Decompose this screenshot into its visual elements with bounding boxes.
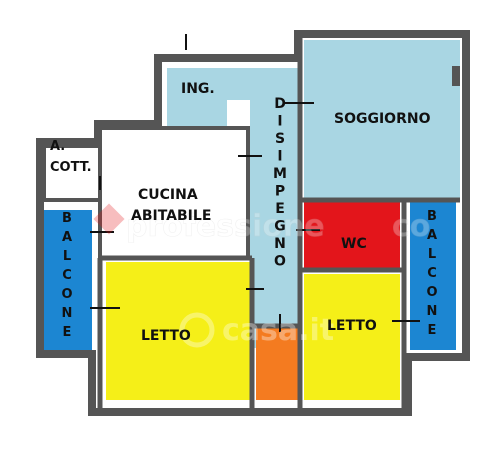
vertical-letter: O bbox=[426, 285, 437, 300]
vertical-letter: I bbox=[277, 114, 282, 130]
vertical-letter: L bbox=[63, 249, 71, 264]
vertical-letter: N bbox=[274, 236, 286, 252]
vertical-letter: N bbox=[62, 306, 73, 321]
vertical-letter: L bbox=[428, 247, 436, 262]
vertical-letter: E bbox=[275, 201, 285, 217]
vertical-letter: G bbox=[274, 219, 286, 235]
vertical-letter: B bbox=[427, 209, 437, 224]
room-letto-right bbox=[304, 274, 400, 400]
vertical-letter: E bbox=[428, 323, 437, 338]
room-disimpegno-strip bbox=[167, 68, 227, 128]
balcony-left bbox=[44, 210, 92, 350]
outer-wall bbox=[36, 30, 470, 416]
label-letto-left: LETTO bbox=[141, 328, 191, 344]
wall-column bbox=[452, 66, 460, 86]
watermark-professione: professione bbox=[126, 209, 325, 244]
room-letto-left bbox=[106, 262, 252, 400]
room-wc bbox=[304, 202, 400, 270]
vertical-letter: B bbox=[62, 211, 72, 226]
vertical-letter: D bbox=[274, 96, 286, 112]
vertical-letter: C bbox=[427, 266, 437, 281]
watermark-bottom: casa.it bbox=[179, 312, 334, 348]
room-soggiorno bbox=[304, 40, 460, 200]
vertical-letter: S bbox=[275, 131, 285, 147]
vertical-letter: M bbox=[273, 166, 287, 182]
vertical-letter: A bbox=[427, 228, 437, 243]
label-angolo-cottura-2: COTT. bbox=[50, 160, 92, 175]
balcony-right bbox=[410, 200, 456, 350]
watermark-top: professione co bbox=[93, 203, 431, 244]
vertical-letter: C bbox=[62, 268, 72, 283]
watermark-suffix: co bbox=[392, 209, 430, 244]
vertical-letter: N bbox=[427, 304, 438, 319]
label-angolo-cottura-1: A. bbox=[50, 139, 65, 154]
label-letto-right: LETTO bbox=[327, 318, 377, 334]
vertical-letter: E bbox=[63, 325, 72, 340]
label-cucina-2: ABITABILE bbox=[131, 208, 211, 224]
label-soggiorno: SOGGIORNO bbox=[334, 111, 431, 127]
room-ripostiglio bbox=[256, 328, 300, 400]
door-marks bbox=[90, 34, 420, 332]
watermark-casa: casa.it bbox=[222, 313, 334, 348]
vertical-letter: P bbox=[275, 184, 285, 200]
room-ingresso bbox=[167, 68, 300, 348]
vertical-letter: O bbox=[61, 287, 72, 302]
label-cucina-1: CUCINA bbox=[138, 187, 198, 203]
room-angolo-cottura bbox=[42, 144, 102, 202]
vertical-letter: I bbox=[277, 149, 282, 165]
label-wc: WC bbox=[341, 236, 367, 252]
vertical-letter: O bbox=[274, 254, 286, 270]
vertical-letter: A bbox=[62, 230, 72, 245]
interior-walls bbox=[97, 36, 460, 410]
room-cucina bbox=[98, 126, 250, 260]
label-ingresso: ING. bbox=[181, 81, 215, 97]
